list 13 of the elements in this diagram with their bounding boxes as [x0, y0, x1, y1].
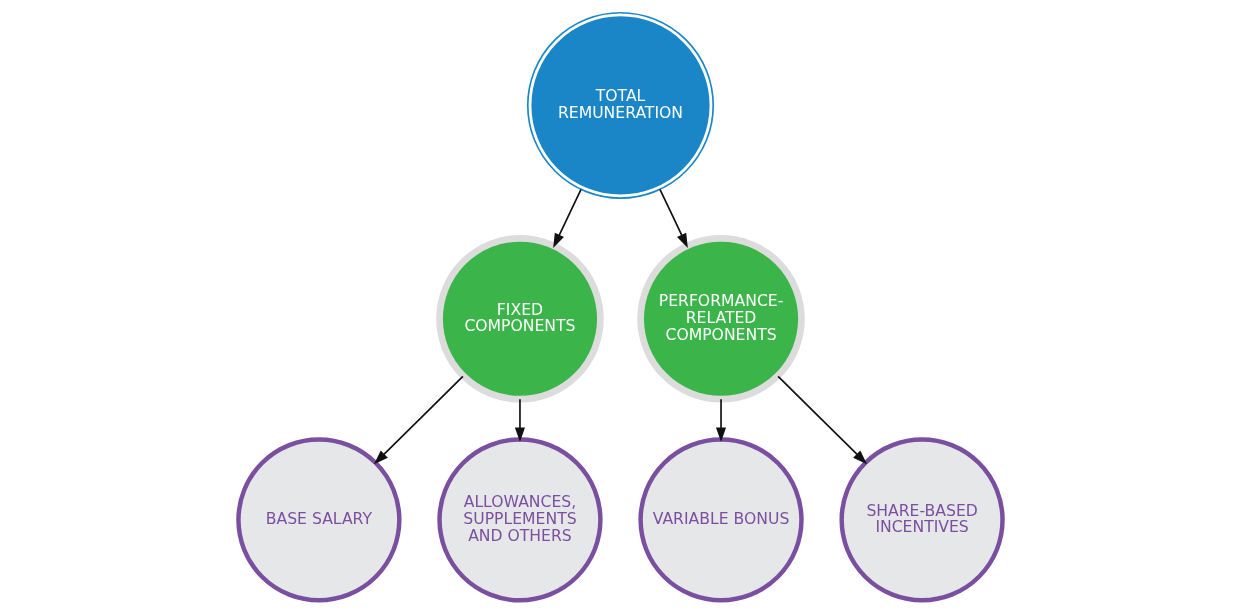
node-circle: VARIABLE BONUS: [637, 437, 804, 603]
arrow: [514, 398, 525, 442]
arrow: [776, 375, 867, 465]
node-circle: ALLOWANCES, SUPPLEMENTS AND OTHERS: [436, 437, 603, 603]
node-circle: TOTAL REMUNERATION: [526, 11, 714, 199]
node-circle: SHARE-BASED INCENTIVES: [838, 437, 1005, 603]
arrow: [715, 398, 726, 442]
arrow: [552, 188, 582, 248]
arrow: [658, 188, 688, 248]
node-circle: BASE SALARY: [235, 437, 402, 603]
node-circle: PERFORMANCE-RELATED COMPONENTS: [636, 235, 805, 403]
node-circle: FIXED COMPONENTS: [435, 235, 604, 403]
arrow: [373, 375, 464, 465]
